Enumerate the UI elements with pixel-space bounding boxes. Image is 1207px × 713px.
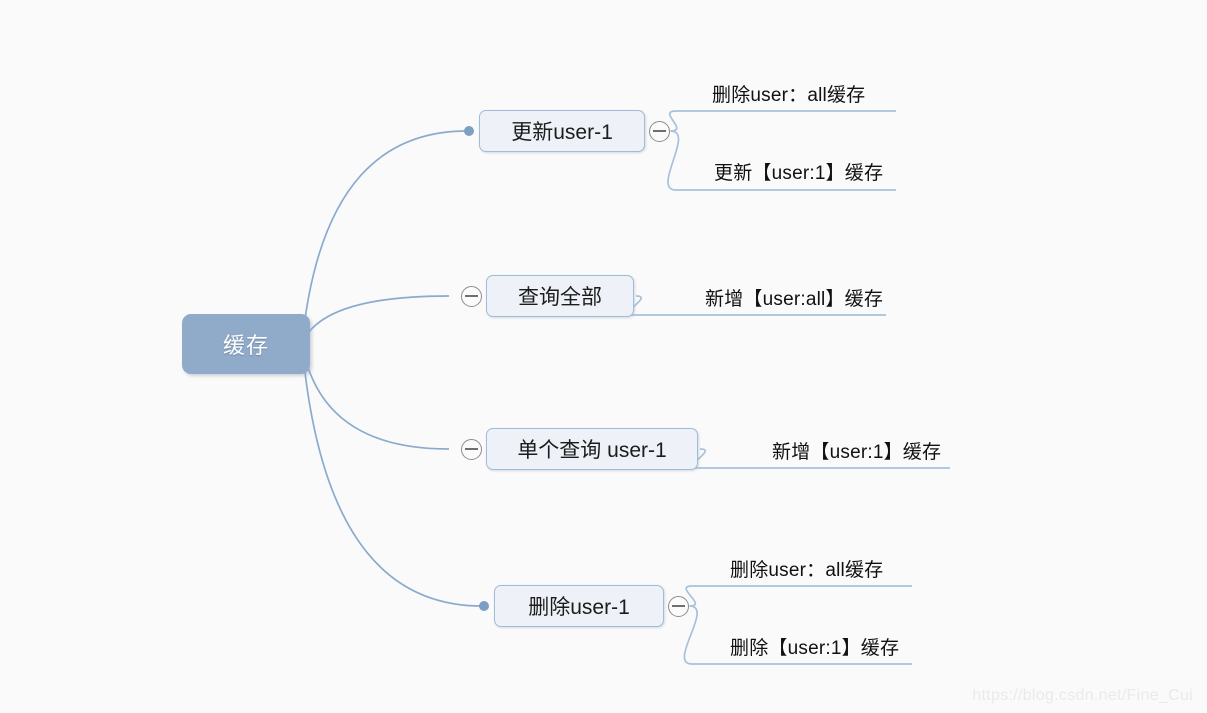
branch-node-branch-query-one[interactable]: 单个查询 user-1 <box>486 428 698 470</box>
root-edge-group <box>301 130 483 607</box>
watermark: https://blog.csdn.net/Fine_Cui <box>972 687 1193 704</box>
leaf-node-label[interactable]: 新增【user:all】缓存 <box>705 289 884 310</box>
collapse-minus-icon[interactable] <box>461 285 482 307</box>
branch-node-label: 更新user-1 <box>511 121 613 144</box>
leaf-node-label[interactable]: 删除【user:1】缓存 <box>730 638 900 659</box>
root-node-label: 缓存 <box>222 333 269 358</box>
branch-to-leaf-edge <box>668 110 896 132</box>
leaf-node-label[interactable]: 新增【user:1】缓存 <box>772 442 942 463</box>
root-to-branch-edge <box>301 343 483 607</box>
leaf-node-label[interactable]: 删除user：all缓存 <box>730 560 884 581</box>
collapse-minus-icon[interactable] <box>649 120 670 142</box>
branch-node-label: 单个查询 user-1 <box>517 439 667 462</box>
branch-node-label: 删除user-1 <box>528 596 630 619</box>
edge-endpoint-dot <box>479 601 489 611</box>
branch-node-branch-update[interactable]: 更新user-1 <box>479 110 645 152</box>
root-node[interactable]: 缓存 <box>182 314 310 374</box>
edge-endpoint-dots <box>464 126 489 611</box>
root-to-branch-edge <box>301 343 450 450</box>
branch-node-label: 查询全部 <box>518 286 602 309</box>
root-to-branch-edge <box>301 295 450 345</box>
branch-node-branch-query-all[interactable]: 查询全部 <box>486 275 634 317</box>
collapse-minus-icon[interactable] <box>461 438 482 460</box>
root-to-branch-edge <box>301 130 468 345</box>
collapse-minus-icon[interactable] <box>668 595 689 617</box>
branch-to-leaf-edge <box>685 585 912 607</box>
branch-node-branch-delete[interactable]: 删除user-1 <box>494 585 664 627</box>
leaf-node-label[interactable]: 删除user：all缓存 <box>712 85 866 106</box>
leaf-node-label[interactable]: 更新【user:1】缓存 <box>714 163 884 184</box>
edge-endpoint-dot <box>464 126 474 136</box>
